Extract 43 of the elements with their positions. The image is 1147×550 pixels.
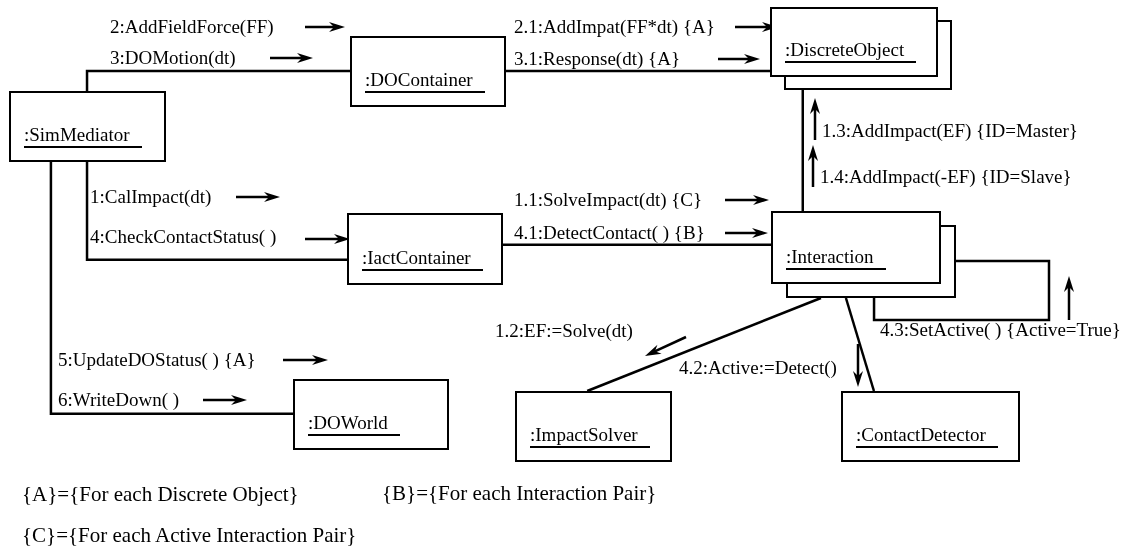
message-label: 1.3:AddImpact(EF) {ID=Master} [822,119,1078,143]
message-label: 2:AddFieldForce(FF) [110,15,274,39]
object-name: :IactContainer [362,247,483,271]
object-box [293,379,449,450]
message-label: 1.2:EF:=Solve(dt) [495,319,633,343]
link-line [49,162,293,416]
multi-object-box [770,7,952,90]
object-name: :DOContainer [365,69,485,93]
message-label: 5:UpdateDOStatus( ) {A} [58,348,256,372]
object-box [9,91,166,162]
message-label: 2.1:AddImpat(FF*dt) {A} [514,15,715,39]
link-line [503,243,771,246]
message-label: 1.4:AddImpact(-EF) {ID=Slave} [820,165,1072,189]
note-text: {A}={For each Discrete Object} [22,482,299,506]
message-label: 3:DOMotion(dt) [110,46,236,70]
message-label: 3.1:Response(dt) {A} [514,47,680,71]
object-box [841,391,1020,462]
link-line [506,69,770,73]
object-name: :DOWorld [308,412,400,436]
multi-object-box [771,211,956,298]
message-label: 4.2:Active:=Detect() [679,356,837,380]
link-line [801,90,804,211]
object-name: :DiscreteObject [785,39,917,63]
link-line [85,69,350,91]
self-link-line [872,259,1051,322]
message-label: 4.1:DetectContact( ) {B} [514,221,705,245]
object-name: :ContactDetector [856,424,998,448]
object-name: :Interaction [786,246,886,270]
message-label: 1:CalImpact(dt) [90,185,212,209]
link-line [586,296,822,393]
message-label: 4.3:SetActive( ) {Active=True} [880,318,1121,342]
object-box [347,213,503,285]
link-line [85,162,347,262]
object-box [350,36,506,107]
message-label: 6:WriteDown( ) [58,388,180,412]
message-label: 1.1:SolveImpact(dt) {C} [514,188,703,212]
link-line [844,297,876,392]
object-name: :SimMediator [24,124,142,148]
note-text: {C}={For each Active Interaction Pair} [22,523,357,547]
message-label: 4:CheckContactStatus( ) [90,225,277,249]
object-box [515,391,672,462]
note-text: {B}={For each Interaction Pair} [382,481,657,505]
object-name: :ImpactSolver [530,424,650,448]
